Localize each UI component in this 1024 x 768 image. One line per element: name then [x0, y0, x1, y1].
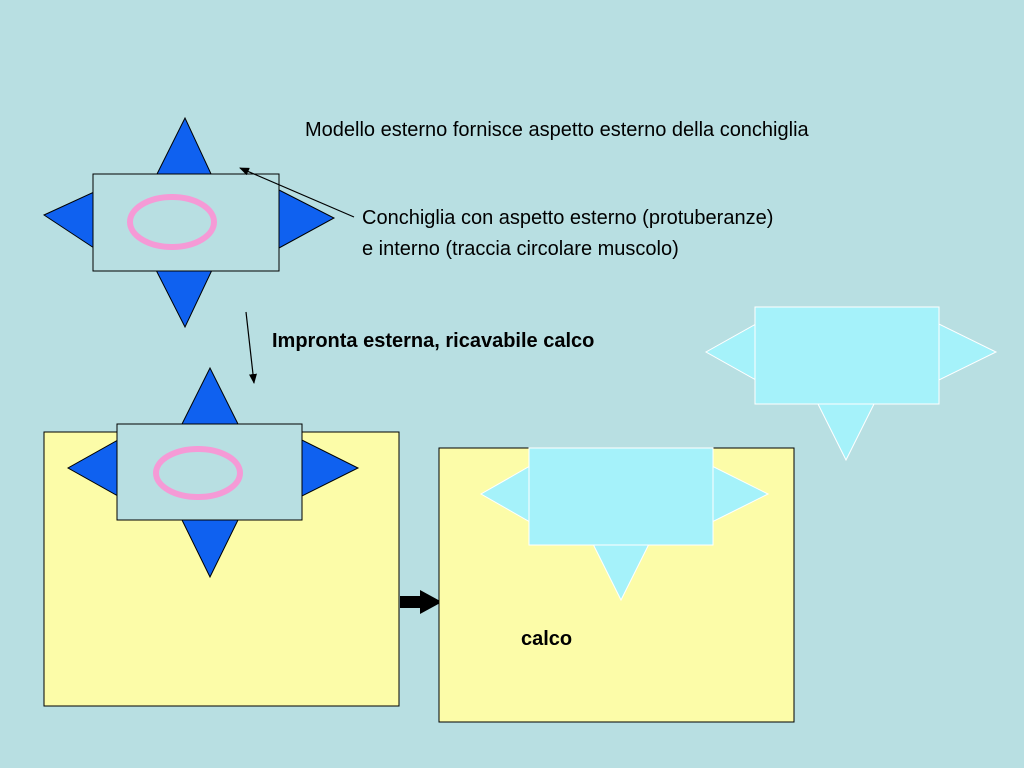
shell-body-embedded	[116, 423, 303, 521]
cast-floating-down	[817, 403, 875, 462]
muscle-scar-embedded	[153, 446, 243, 500]
label-cast: calco	[521, 628, 573, 650]
cast-floating-body	[754, 306, 940, 405]
protuberance-top-up	[155, 116, 213, 177]
shell-body-top	[92, 173, 280, 272]
shell-embedded	[66, 366, 360, 579]
cast-body	[528, 447, 714, 546]
muscle-scar-top	[127, 194, 217, 250]
protuberance-top-down	[155, 269, 213, 329]
protuberance-top-left	[42, 191, 95, 249]
shell-top	[42, 116, 336, 329]
arrow-down-to-imprint	[245, 311, 257, 384]
cast-floating	[704, 306, 998, 462]
thick-arrow	[400, 590, 442, 614]
label-shell-line1: Conchiglia con aspetto esterno (protuber…	[362, 207, 774, 229]
protuberance-embedded-up	[181, 366, 239, 425]
protuberance-top-right	[278, 189, 336, 249]
cast-in-sediment	[479, 447, 770, 602]
label-shell-line2: e interno (traccia circolare muscolo)	[362, 238, 679, 260]
cast-floating-right	[938, 323, 998, 381]
pointer-line-shell	[239, 167, 355, 218]
label-external-model: Modello esterno fornisce aspetto esterno…	[305, 119, 809, 141]
cast-floating-left	[704, 323, 757, 381]
label-external-imprint: Impronta esterna, ricavabile calco	[272, 330, 595, 352]
